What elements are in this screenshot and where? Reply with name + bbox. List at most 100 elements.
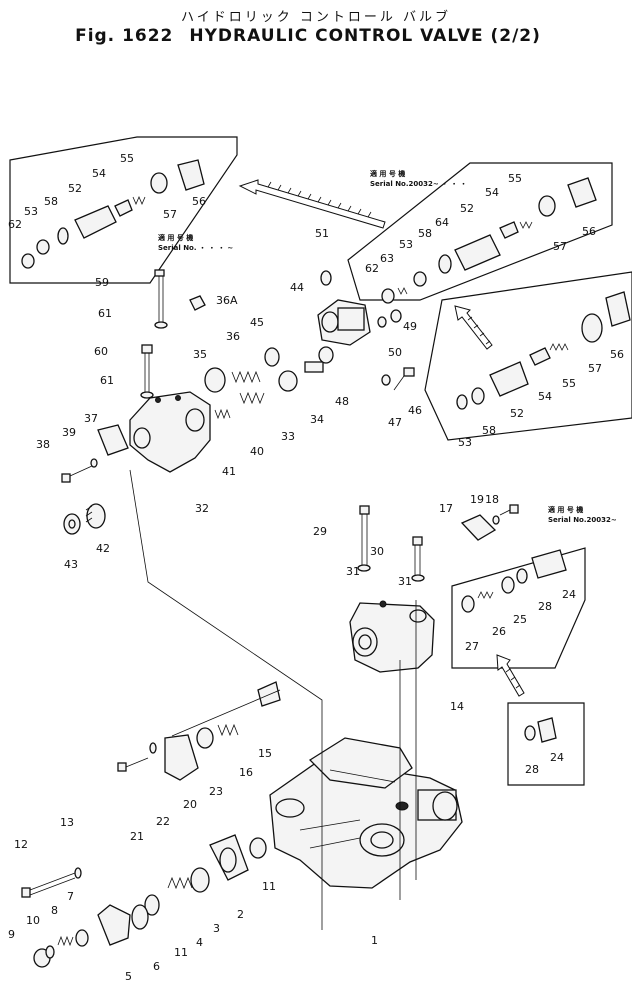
note-top-left-serial: Serial No. ・ ・ ・ ~ [158, 244, 233, 252]
callout-25: 25 [513, 613, 527, 626]
arrow-to-mid-right-inset [496, 654, 525, 697]
callout-53-r: 53 [458, 436, 472, 449]
callout-28a: 28 [538, 600, 552, 613]
callout-2: 2 [237, 908, 244, 921]
callout-56: 56 [192, 195, 206, 208]
callout-12: 12 [14, 838, 28, 851]
callout-1: 1 [371, 934, 378, 947]
figure-number: Fig. 1622 [75, 26, 174, 46]
parts-bottom-right-inset [524, 717, 557, 743]
callout-54-tr: 54 [485, 186, 499, 199]
callout-46: 46 [408, 404, 422, 417]
callout-54: 54 [92, 167, 106, 180]
figure-name: HYDRAULIC CONTROL VALVE (2/2) [189, 26, 541, 46]
callout-27: 27 [465, 640, 479, 653]
callout-33: 33 [281, 430, 295, 443]
callout-44: 44 [290, 281, 304, 294]
callout-53: 53 [24, 205, 38, 218]
callout-61a: 61 [98, 307, 112, 320]
callout-36a: 36A [216, 294, 238, 307]
japanese-title: ハイドロリック コントロール バルブ [180, 10, 451, 25]
callout-59: 59 [95, 276, 109, 289]
note-top-right-serial: Serial No.20032~ ・ ・ ・ [370, 180, 467, 188]
callout-57-r: 57 [588, 362, 602, 375]
callout-7: 7 [67, 890, 74, 903]
parts-top-right-inset [381, 177, 597, 304]
parts-top-left-inset [21, 159, 205, 269]
callout-57-tr: 57 [553, 240, 567, 253]
callout-16: 16 [239, 766, 253, 779]
flange-44 [317, 299, 371, 346]
figure-title: Fig. 1622 HYDRAULIC CONTROL VALVE (2/2) [0, 26, 632, 46]
callout-17: 17 [439, 502, 453, 515]
callout-40: 40 [250, 445, 264, 458]
callout-22: 22 [156, 815, 170, 828]
callout-labels: 62 53 58 52 54 55 57 56 62 63 53 58 64 5… [8, 152, 624, 983]
callout-6: 6 [153, 960, 160, 973]
arrow-to-top-left-inset [238, 179, 386, 229]
inset-right [424, 271, 632, 441]
note-mid-right-jp: 適 用 号 機 [548, 505, 583, 514]
callout-14: 14 [450, 700, 464, 713]
inset-top-right [347, 162, 613, 301]
callout-60: 60 [94, 345, 108, 358]
callout-29: 29 [313, 525, 327, 538]
callout-21: 21 [130, 830, 144, 843]
inset-top-left [9, 136, 238, 284]
callout-48: 48 [335, 395, 349, 408]
callout-43: 43 [64, 558, 78, 571]
note-mid-right-serial: Serial No.20032~ [548, 516, 617, 524]
callout-62-tr: 62 [365, 262, 379, 275]
main-valve-body [269, 737, 463, 889]
callout-37: 37 [84, 412, 98, 425]
callout-64: 64 [435, 216, 449, 229]
callout-30: 30 [370, 545, 384, 558]
callout-58-tr: 58 [418, 227, 432, 240]
callout-34: 34 [310, 413, 324, 426]
callout-38: 38 [36, 438, 50, 451]
parts-main [21, 269, 519, 968]
inset-bottom-right [507, 702, 585, 786]
callout-19: 19 [470, 493, 484, 506]
callout-61b: 61 [100, 374, 114, 387]
callout-53-tr: 53 [399, 238, 413, 251]
callout-52-tr: 52 [460, 202, 474, 215]
callout-10: 10 [26, 914, 40, 927]
callout-11a: 11 [262, 880, 276, 893]
callout-58: 58 [44, 195, 58, 208]
callout-51: 51 [315, 227, 329, 240]
callout-9: 9 [8, 928, 15, 941]
callout-18: 18 [485, 493, 499, 506]
callout-56-r: 56 [610, 348, 624, 361]
callout-56-tr: 56 [582, 225, 596, 238]
callout-41: 41 [222, 465, 236, 478]
note-top-right-jp: 適 用 号 機 [370, 169, 405, 178]
callout-54-r: 54 [538, 390, 552, 403]
callout-11b: 11 [174, 946, 188, 959]
callout-42: 42 [96, 542, 110, 555]
callout-31a: 31 [346, 565, 360, 578]
callout-32: 32 [195, 502, 209, 515]
callout-26: 26 [492, 625, 506, 638]
callout-62: 62 [8, 218, 22, 231]
valve-body-32 [129, 391, 211, 473]
callout-47: 47 [388, 416, 402, 429]
callout-24a: 24 [562, 588, 576, 601]
callout-15: 15 [258, 747, 272, 760]
parts-mid-right-inset [461, 549, 567, 613]
note-top-left-jp: 適 用 号 機 [158, 233, 193, 242]
callout-52-r: 52 [510, 407, 524, 420]
callout-5: 5 [125, 970, 132, 983]
arrow-to-right-inset [454, 305, 493, 350]
callout-39: 39 [62, 426, 76, 439]
parts-right-inset [456, 291, 631, 410]
inset-mid-right [451, 547, 586, 669]
upper-valve-body [349, 600, 435, 673]
callout-28b: 28 [525, 763, 539, 776]
callout-50: 50 [388, 346, 402, 359]
callout-55: 55 [120, 152, 134, 165]
callout-36: 36 [226, 330, 240, 343]
callout-24b: 24 [550, 751, 564, 764]
callout-8: 8 [51, 904, 58, 917]
